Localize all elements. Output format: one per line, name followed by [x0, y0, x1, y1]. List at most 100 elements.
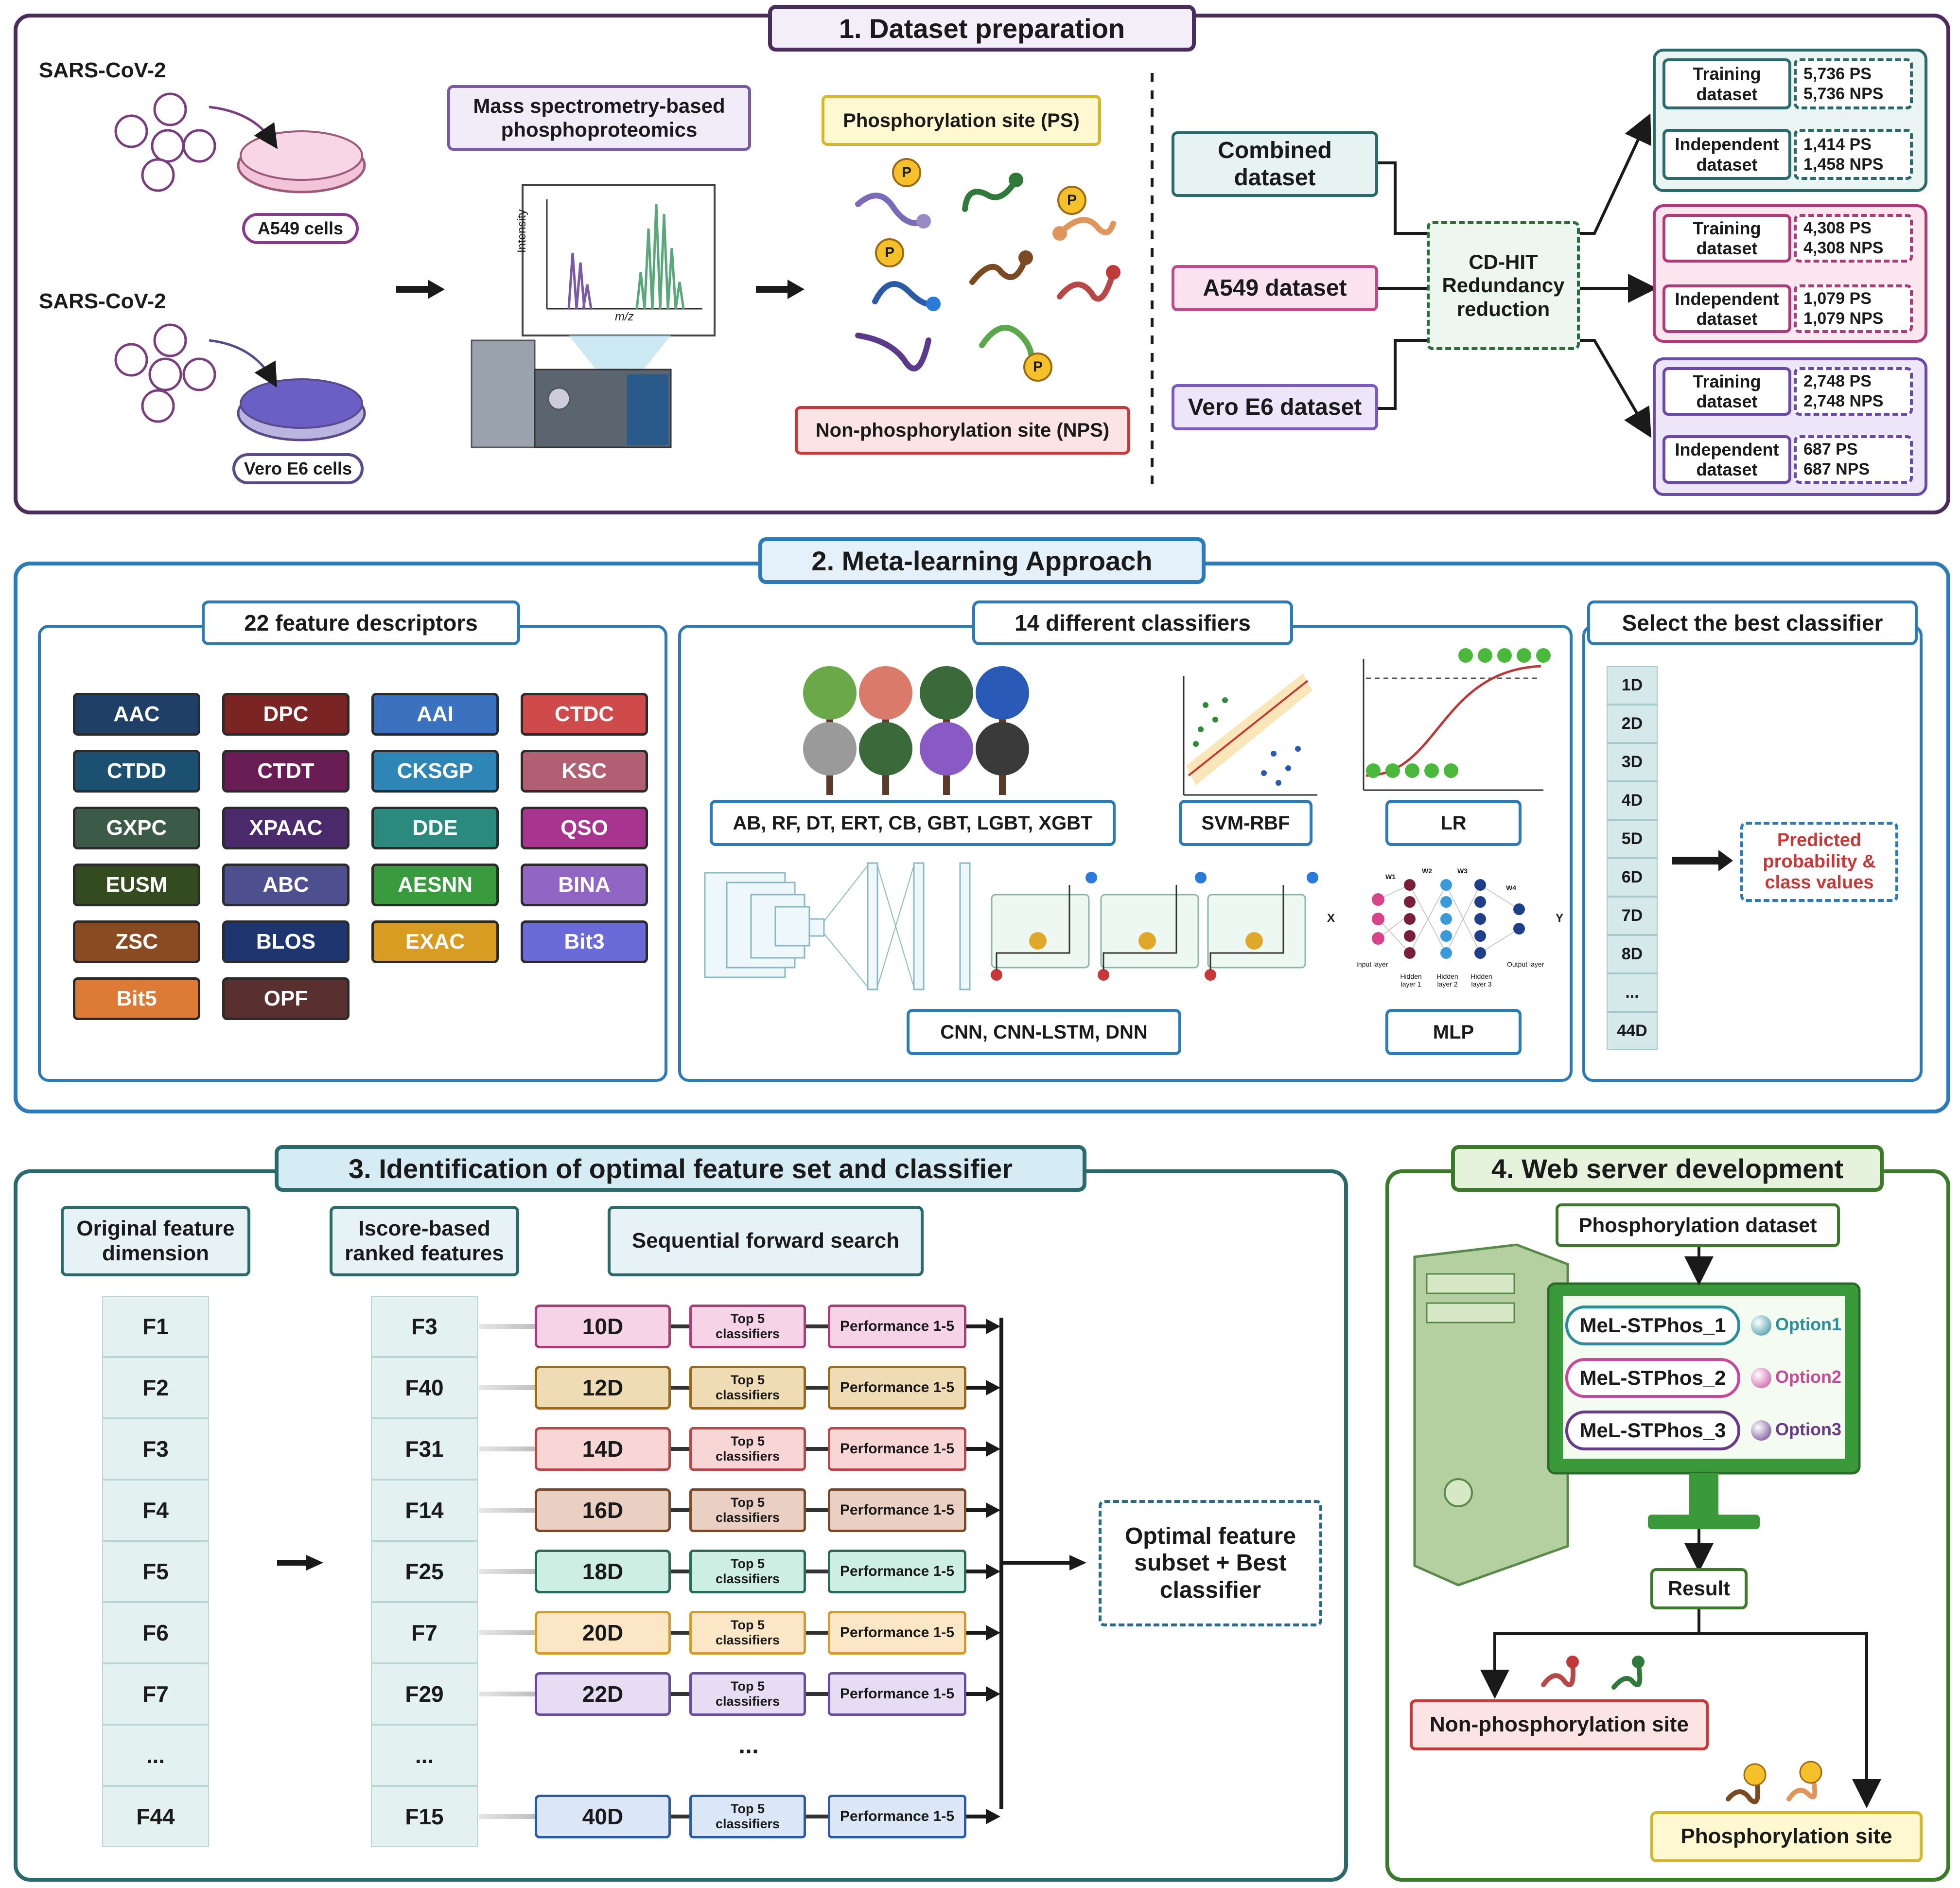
feature-ctdt: CTDT	[222, 750, 350, 793]
ranked-feature-cell: F25	[371, 1541, 478, 1602]
phospho-group-icon	[875, 158, 1120, 382]
train-counts-1	[1794, 58, 1913, 109]
row-connector	[479, 1569, 537, 1574]
phospho-glyph-3: P	[884, 244, 894, 261]
feature-aesnn: AESNN	[371, 864, 499, 906]
a549-dataset-box: A549 dataset	[1172, 265, 1378, 311]
performance-box: Performance 1-5	[828, 1795, 966, 1838]
arrow-head-icon	[986, 1686, 1000, 1702]
train-dataset-label-2: Training dataset	[1662, 214, 1791, 263]
mass-spec-chart-icon	[471, 184, 716, 448]
model-option-2[interactable]: MeL-STPhos_2	[1565, 1358, 1740, 1398]
option-radio-icon[interactable]	[1751, 1420, 1771, 1441]
row-connector	[479, 1692, 537, 1696]
feature-xpaac: XPAAC	[222, 807, 350, 849]
arrow-head-icon	[986, 1564, 1000, 1579]
a549-cells-label: A549 cells	[242, 213, 359, 244]
logistic-curve-icon	[1363, 648, 1551, 791]
mlp-output-layer-label: Output layer	[1507, 960, 1544, 968]
features-title: 22 feature descriptors	[202, 600, 520, 645]
ranked-feature-label: Iscore-based ranked features	[330, 1206, 519, 1276]
performance-box: Performance 1-5	[828, 1488, 966, 1532]
svm-plot-icon	[1183, 673, 1317, 796]
model-option-3[interactable]: MeL-STPhos_3	[1565, 1411, 1740, 1450]
feature-ctdd: CTDD	[73, 750, 200, 793]
virus-icon	[114, 92, 216, 423]
arrow-head-icon	[986, 1380, 1000, 1395]
mlp-y-label: Y	[1556, 912, 1564, 925]
predicted-values-box: Predicted probability & class values	[1740, 822, 1898, 902]
feature-bina: BINA	[521, 864, 648, 906]
section4-title: 4. Web server development	[1451, 1145, 1884, 1192]
section3-title: 3. Identification of optimal feature set…	[275, 1145, 1086, 1192]
model-option-1[interactable]: MeL-STPhos_1	[1565, 1306, 1740, 1345]
row-connector	[671, 1570, 689, 1573]
original-feature-cell: ...	[102, 1725, 209, 1786]
original-feature-cell: F1	[102, 1296, 209, 1357]
flow-arrow-icon	[396, 280, 805, 299]
original-feature-cell: F5	[102, 1541, 209, 1602]
dimension-cell: 1D	[1607, 666, 1658, 705]
ranked-feature-cell: F3	[371, 1296, 478, 1357]
arrow-head-icon	[986, 1441, 1000, 1457]
nps-result-box: Non-phosphorylation site	[1410, 1699, 1709, 1750]
vero-cells-label: Vero E6 cells	[232, 453, 364, 484]
mlp-x-label: X	[1327, 912, 1335, 925]
dimension-cell: 4D	[1607, 781, 1658, 820]
result-box: Result	[1650, 1568, 1748, 1609]
lstm-cell-icon	[991, 872, 1318, 981]
mlp-hidden3-label: Hidden layer 3	[1470, 972, 1492, 988]
ranked-feature-cell: F15	[371, 1786, 478, 1847]
cnn-architecture-icon	[704, 862, 971, 990]
mlp-label: MLP	[1385, 1009, 1522, 1055]
combined-dataset-box: Combined dataset	[1172, 131, 1378, 197]
row-connector	[671, 1692, 689, 1696]
ps-label-box: Phosphorylation site (PS)	[822, 95, 1101, 146]
phospho-glyph-1: P	[901, 164, 911, 180]
mlp-hidden1-label: Hidden layer 1	[1400, 972, 1422, 988]
dimension-cell: 3D	[1607, 743, 1658, 781]
feature-bit5: Bit5	[73, 977, 200, 1020]
ranked-feature-cell: F31	[371, 1418, 478, 1480]
row-connector	[966, 1570, 987, 1573]
row-connector	[806, 1570, 828, 1573]
virus1-label: SARS-CoV-2	[39, 58, 166, 82]
ind-counts-3	[1794, 435, 1913, 484]
ind-counts-2	[1794, 284, 1913, 333]
ps-result-box: Phosphorylation site	[1650, 1811, 1923, 1862]
row-connector	[479, 1447, 537, 1451]
mass-spec-line1: Mass spectrometry-based	[473, 94, 725, 118]
feature-exac: EXAC	[371, 920, 499, 963]
option-label: Option2	[1775, 1367, 1841, 1387]
option-radio-icon[interactable]	[1751, 1368, 1771, 1388]
feature-gxpc: GXPC	[73, 807, 200, 849]
row-connector	[966, 1631, 987, 1635]
option-label: Option3	[1775, 1419, 1841, 1439]
row-connector	[671, 1631, 689, 1635]
mlp-w2-label: W2	[1422, 867, 1432, 875]
ranked-feature-cell: F29	[371, 1663, 478, 1725]
ranked-feature-cell: ...	[371, 1725, 478, 1786]
row-connector	[671, 1508, 689, 1512]
optimal-result-box: Optimal feature subset + Best classifier	[1099, 1500, 1322, 1626]
dimension-cell: ...	[1607, 973, 1658, 1012]
original-feature-cell: F7	[102, 1663, 209, 1725]
option-radio-icon[interactable]	[1751, 1315, 1771, 1336]
virus2-label: SARS-CoV-2	[39, 289, 166, 313]
arrow-head-icon	[986, 1809, 1000, 1824]
ranked-feature-cell: F7	[371, 1602, 478, 1663]
arrow-head-icon	[986, 1319, 1000, 1334]
section2-title: 2. Meta-learning Approach	[758, 537, 1206, 584]
feature-cksgp: CKSGP	[371, 750, 499, 793]
feature-abc: ABC	[222, 864, 350, 906]
feature-opf: OPF	[222, 977, 350, 1020]
row-connector	[806, 1447, 828, 1451]
